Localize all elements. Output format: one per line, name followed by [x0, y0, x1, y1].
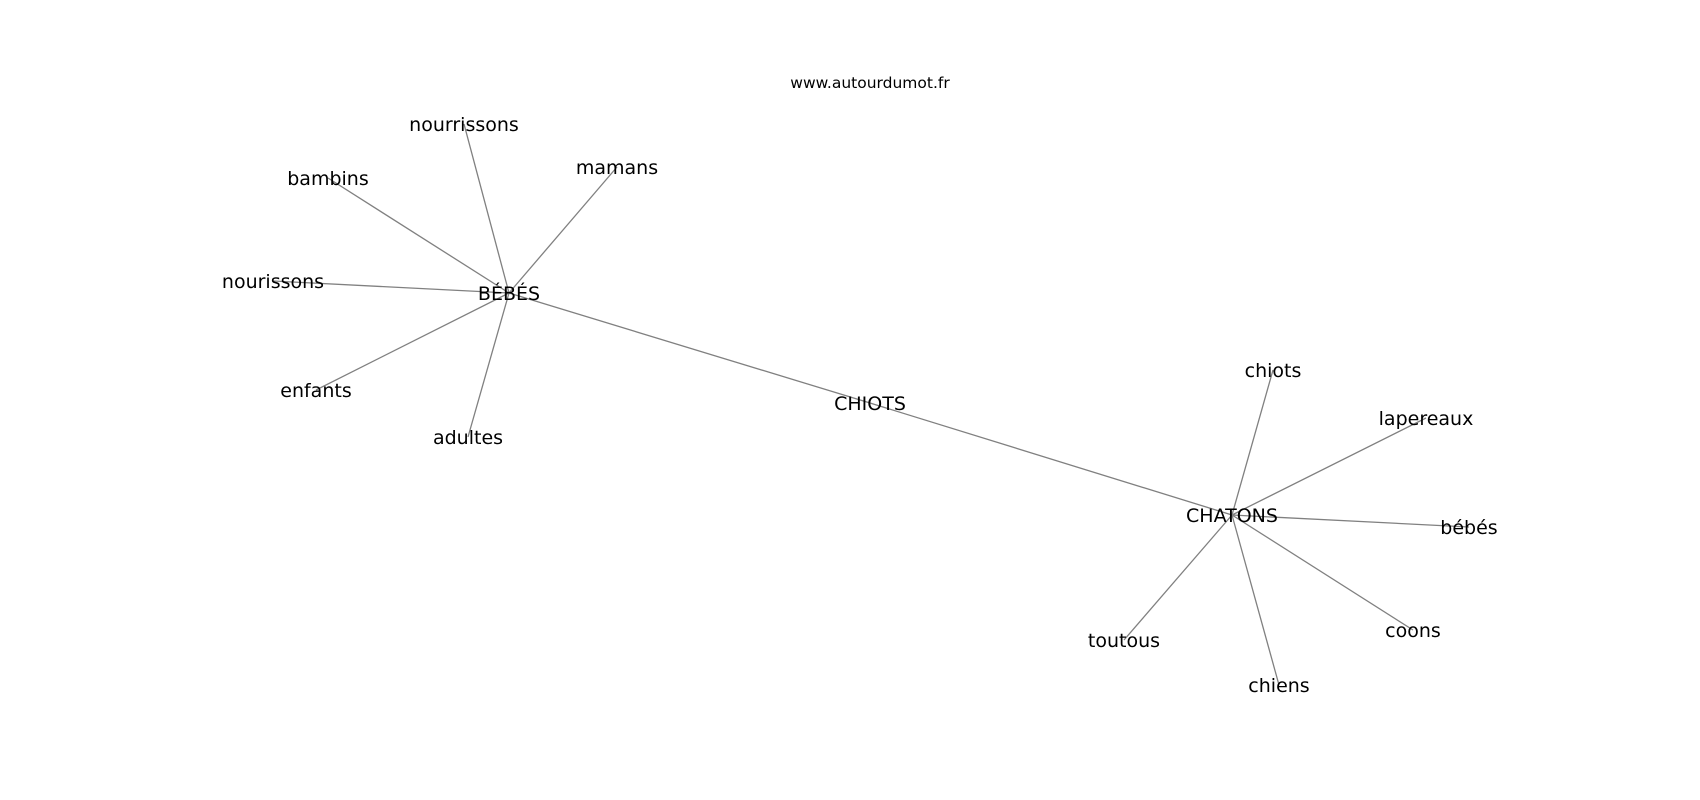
edge-bebes_hub-mamans	[508, 166, 618, 294]
node-label-bebes-hub[interactable]: BÉBÉS	[478, 282, 540, 305]
edge-chatons_hub-coons	[1231, 514, 1414, 631]
edges-layer	[272, 123, 1470, 686]
edge-bebes_hub-nourrissons	[463, 123, 510, 294]
edge-chatons_hub-chiots	[1231, 369, 1274, 516]
nodes-layer: CHIOTS BÉBÉS CHATONS nourrissons mamans bambi…	[222, 114, 1498, 697]
node-label-enfants[interactable]: enfants	[280, 380, 351, 402]
node-label-adultes[interactable]: adultes	[433, 427, 503, 449]
edge-chatons_hub-chiens	[1231, 514, 1280, 686]
node-label-chatons-hub[interactable]: CHATONS	[1186, 505, 1278, 527]
node-label-chiens[interactable]: chiens	[1248, 675, 1309, 697]
edge-chiots_center-chatons_hub	[869, 402, 1233, 516]
edge-bebes_hub-bambins	[327, 177, 510, 294]
node-label-nourissons[interactable]: nourissons	[222, 271, 324, 293]
node-label-nourrissons[interactable]: nourrissons	[409, 114, 519, 136]
edge-bebes_hub-nourissons	[272, 280, 510, 294]
node-label-bambins[interactable]: bambins	[287, 168, 369, 190]
edge-bebes_hub-enfants	[315, 292, 510, 391]
watermark-text: www.autourdumot.fr	[790, 74, 950, 92]
edge-chatons_hub-lapereaux	[1231, 417, 1427, 516]
node-label-lapereaux[interactable]: lapereaux	[1379, 408, 1474, 430]
edge-bebes_hub-adultes	[467, 292, 510, 438]
node-label-coons[interactable]: coons	[1385, 620, 1441, 642]
node-label-bebes[interactable]: bébés	[1440, 517, 1497, 539]
edge-chatons_hub-bebes	[1231, 514, 1470, 528]
node-label-mamans[interactable]: mamans	[576, 157, 658, 179]
edge-chatons_hub-toutous	[1123, 514, 1233, 641]
node-label-chiots[interactable]: chiots	[1245, 360, 1302, 382]
edge-bebes_hub-chiots_center	[508, 292, 871, 404]
node-label-chiots-center[interactable]: CHIOTS	[834, 393, 906, 415]
node-label-toutous[interactable]: toutous	[1088, 630, 1160, 652]
